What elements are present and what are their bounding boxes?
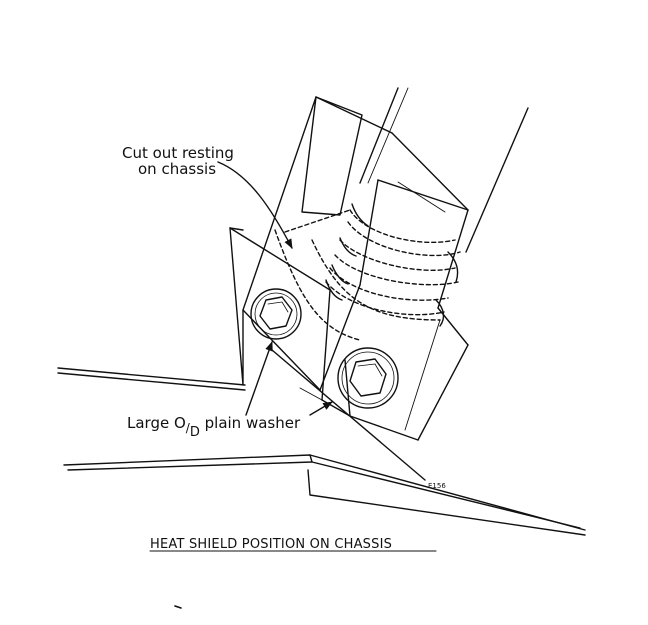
label-large-od-plain-washer: Large O/D plain washer: [127, 414, 301, 440]
pipe-clamp: [274, 209, 461, 341]
label-cut-out-line2: on chassis: [138, 160, 216, 178]
upper-bolt: [250, 288, 302, 340]
exhaust-pipe: [359, 87, 529, 253]
stray-mark: [174, 605, 182, 609]
leader-arrow-washer: [245, 341, 426, 481]
label-washer-od-slash: /: [186, 421, 191, 435]
clamp-band: [325, 203, 459, 327]
label-washer-od-d: D: [190, 425, 200, 440]
label-washer-od-o: O: [174, 414, 186, 432]
lower-bolt: [337, 347, 399, 409]
leader-arrow-cut-out: [217, 161, 293, 249]
label-cut-out-line1: Cut out resting: [122, 144, 234, 162]
label-washer-rest: plain washer: [200, 414, 301, 432]
drawing-ref: E156: [428, 482, 446, 490]
chassis-rail: [57, 367, 586, 536]
heat-shield: [229, 96, 469, 441]
diagram-title: HEAT SHIELD POSITION ON CHASSIS: [150, 537, 392, 552]
label-washer-large: Large: [127, 414, 174, 432]
